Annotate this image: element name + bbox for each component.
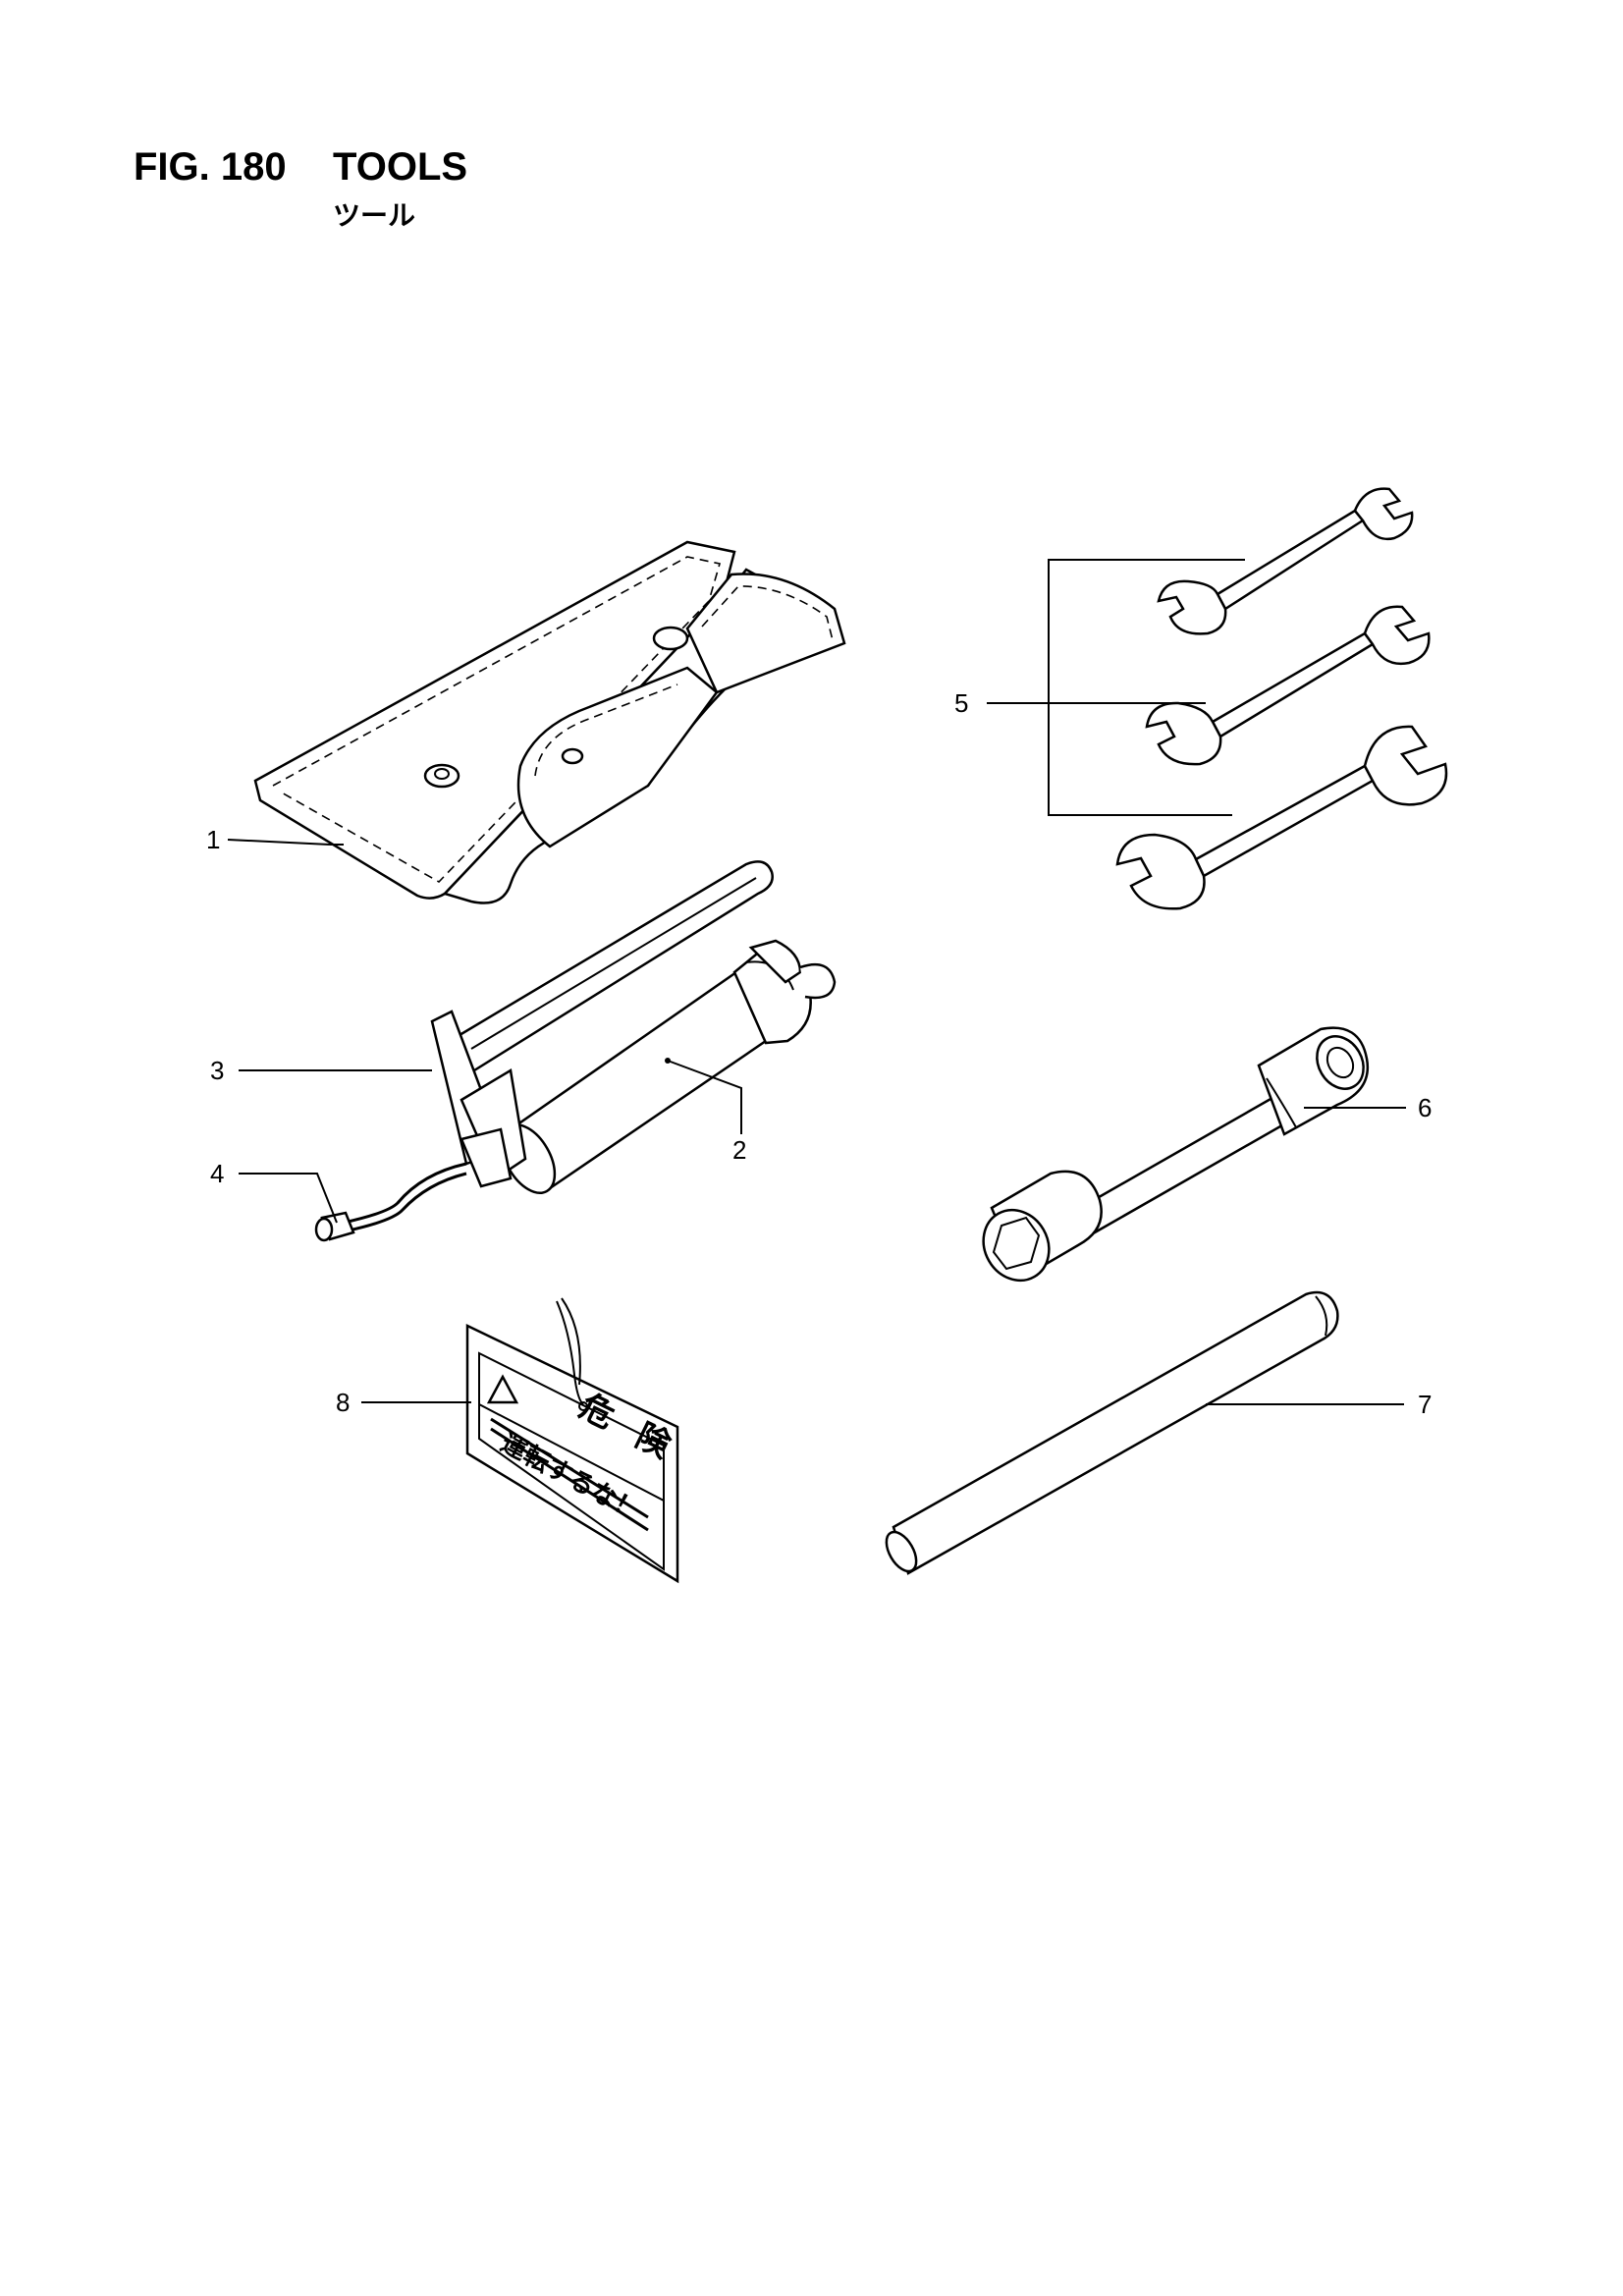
leader-line-1 bbox=[227, 839, 331, 846]
callout-labels: 1 2 3 4 5 6 7 8 bbox=[206, 688, 1432, 1419]
wrench-medium bbox=[1145, 605, 1431, 766]
callout-3: 3 bbox=[210, 1056, 224, 1085]
figure-number: FIG. 180 bbox=[134, 145, 287, 189]
callout-4: 4 bbox=[210, 1159, 224, 1188]
callout-2: 2 bbox=[732, 1135, 746, 1165]
leader-line-4 bbox=[239, 1173, 338, 1224]
wrench-large bbox=[1115, 725, 1448, 910]
warning-decal: 危 険 運転するな！ bbox=[465, 1297, 679, 1584]
box-wrench bbox=[982, 1026, 1370, 1283]
callout-6: 6 bbox=[1418, 1093, 1432, 1122]
wrench-set bbox=[1048, 487, 1448, 910]
figure-title: TOOLS bbox=[333, 145, 468, 189]
grease-gun bbox=[314, 860, 837, 1242]
callout-8: 8 bbox=[336, 1388, 350, 1417]
wrench-small bbox=[1157, 487, 1414, 635]
callout-7: 7 bbox=[1418, 1390, 1432, 1419]
tommy-bar bbox=[885, 1290, 1339, 1575]
tool-bag bbox=[253, 540, 846, 904]
callout-5: 5 bbox=[954, 688, 968, 718]
leader-line-2 bbox=[667, 1060, 742, 1134]
callout-1: 1 bbox=[206, 825, 220, 854]
leader-lines bbox=[227, 702, 1406, 1405]
figure-title-japanese: ツール bbox=[333, 199, 416, 232]
